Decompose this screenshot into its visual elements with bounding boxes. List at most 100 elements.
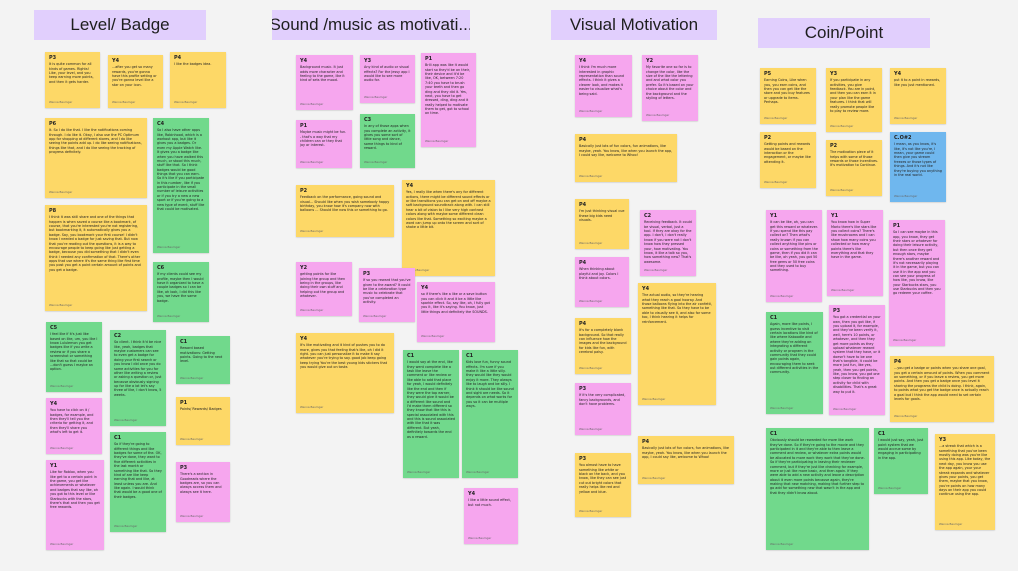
- note-text: You almost have to have something like w…: [579, 463, 627, 494]
- note-author: Wenna Baumgar: [49, 100, 73, 105]
- note-label: C2: [644, 213, 652, 219]
- note-text: Obviously should be rewarded for more li…: [770, 438, 865, 495]
- sticky-note[interactable]: P4...you get a badge or points when you …: [890, 356, 994, 422]
- note-label: P4: [894, 359, 902, 365]
- column-title-coin-point[interactable]: Coin/Point: [758, 18, 930, 48]
- note-text: So I also have other apps like, Robinhoo…: [157, 128, 205, 211]
- note-author: Wenna Baumgar: [407, 470, 431, 475]
- note-text: If my clients could see my profile, mayb…: [157, 272, 204, 303]
- note-text: Again, more like points, I guess incenti…: [770, 322, 819, 375]
- column-title-visual-motivation[interactable]: Visual Motivation: [551, 10, 717, 40]
- note-author: Wenna Baumgar: [894, 116, 918, 121]
- note-label: P1: [893, 223, 901, 229]
- note-author: Wenna Baumgar: [425, 139, 449, 144]
- note-author: Wenna Baumgar: [770, 542, 794, 547]
- note-text: getting points for like joining the grou…: [300, 272, 346, 299]
- note-label: P5: [764, 71, 772, 77]
- note-author: Wenna Baumgar: [764, 116, 788, 121]
- note-label: P4: [579, 260, 587, 266]
- note-text: The actual audio, so they're hearing wha…: [642, 293, 712, 324]
- sticky-note[interactable]: Y3...a streak that which is a something …: [935, 434, 995, 530]
- column-title-sound-music[interactable]: Sound /music as motivati...: [272, 10, 470, 40]
- sticky-note[interactable]: Y4...after you get so many rewards, you'…: [108, 55, 163, 108]
- note-author: Wenna Baumgar: [363, 314, 387, 319]
- note-label: P3: [833, 308, 841, 314]
- note-author: Wenna Baumgar: [49, 303, 73, 308]
- note-author: Wenna Baumgar: [579, 427, 603, 432]
- note-label: P2: [300, 188, 308, 194]
- note-text: It. So I do like that. I like the notifi…: [49, 128, 142, 155]
- note-author: Wenna Baumgar: [770, 294, 794, 299]
- note-author: Wenna Baumgar: [893, 338, 917, 343]
- note-label: C1: [878, 431, 886, 437]
- note-label: P4: [579, 202, 587, 208]
- note-label: P3: [579, 456, 587, 462]
- note-label: Y4: [300, 58, 308, 64]
- note-label: Y1: [50, 463, 58, 469]
- note-author: Wenna Baumgar: [468, 536, 492, 541]
- note-label: P6: [49, 121, 57, 127]
- note-label: Y4: [50, 401, 58, 407]
- note-author: Wenna Baumgar: [300, 229, 324, 234]
- note-label: Y2: [300, 265, 308, 271]
- column-title-level-badge[interactable]: Level/ Badge: [34, 10, 206, 40]
- note-text: Basically just lots of fun colors, fun a…: [579, 144, 673, 158]
- note-text: Receiving feedback. It could be visual, …: [644, 220, 692, 264]
- note-text: Yes, I really like when there's any for …: [406, 190, 491, 230]
- note-author: Wenna Baumgar: [878, 486, 902, 491]
- note-author: Wenna Baumgar: [300, 102, 324, 107]
